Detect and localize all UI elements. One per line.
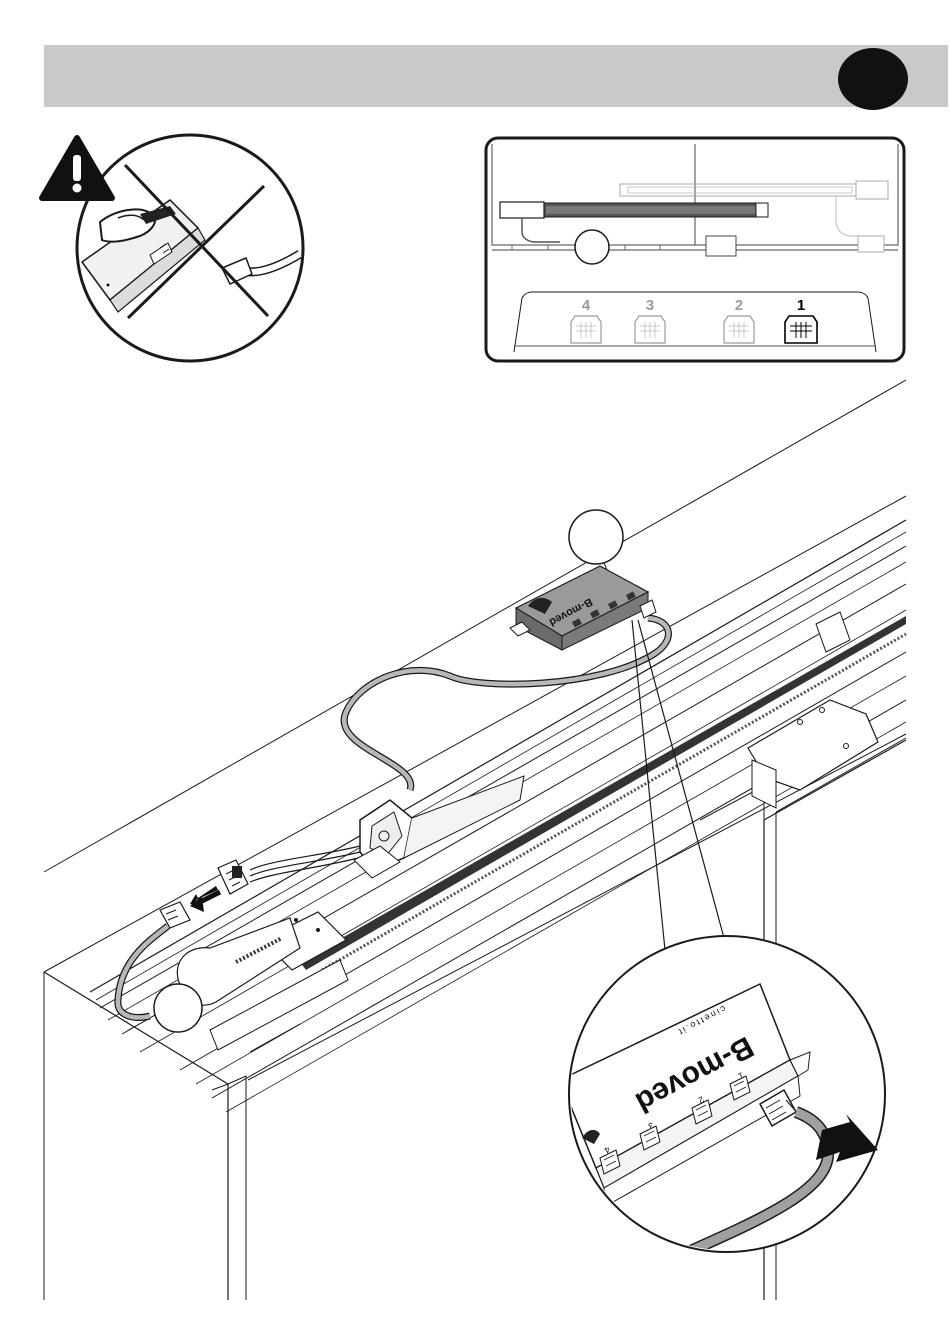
connection-cable bbox=[250, 600, 668, 882]
control-box: B-moved bbox=[510, 566, 648, 650]
panel-port-label: 1 bbox=[797, 297, 805, 314]
panel-port-label: 2 bbox=[735, 297, 743, 314]
motor-unit bbox=[354, 776, 524, 878]
detail-magnifier-circle: B-moved cinetto.it 4 3 2 1 bbox=[560, 936, 885, 1260]
carriage-front bbox=[177, 912, 348, 1052]
callout-circle-motor bbox=[154, 984, 202, 1032]
panel-port-label: 3 bbox=[646, 297, 654, 314]
arrow-left-icon bbox=[190, 886, 220, 912]
warning-detail-circle bbox=[77, 135, 303, 361]
panel-port-label: 4 bbox=[582, 297, 591, 314]
callout-circle-device bbox=[569, 510, 623, 564]
overview-panel: 4 3 2 1 bbox=[486, 138, 904, 361]
warning-icon bbox=[42, 138, 112, 198]
loose-connector-upper bbox=[218, 860, 248, 894]
